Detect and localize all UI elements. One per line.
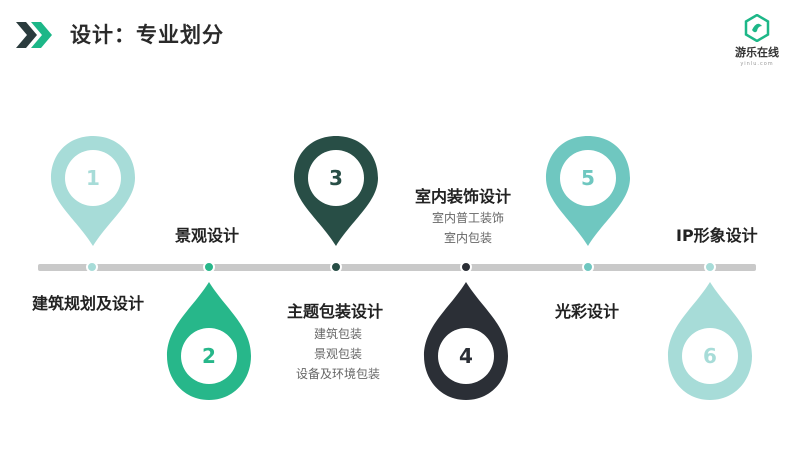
step-number: 6: [703, 344, 717, 368]
step-label-5: 光彩设计: [555, 302, 620, 321]
logo-subtitle: yinlu.com: [740, 61, 774, 67]
timeline-dot-3: [330, 261, 342, 273]
pin-2: 2: [163, 280, 255, 404]
step-3-item: 设备及环境包装: [295, 367, 380, 381]
double-chevron-icon: [16, 22, 52, 48]
step-4-items: 室内普工装饰 室内包装: [420, 208, 516, 248]
pin-6: 6: [664, 280, 756, 404]
location-pin-icon: [668, 282, 752, 400]
timeline-dot-2: [203, 261, 215, 273]
location-pin-icon: [546, 136, 630, 246]
step-3-item: 景观包装: [313, 347, 362, 361]
brand-logo: 游乐在线 yinlu.com: [728, 14, 786, 67]
pin-4: 4: [420, 280, 512, 404]
pin-3: 3: [290, 132, 382, 250]
location-pin-icon: [294, 136, 378, 246]
pin-1: 1: [47, 132, 139, 250]
timeline-dot-4: [460, 261, 472, 273]
page-title: 设计：专业划分: [70, 23, 224, 47]
step-label-2: 景观设计: [175, 226, 240, 245]
step-number: 1: [86, 166, 100, 190]
location-pin-icon: [167, 282, 251, 400]
pin-5: 5: [542, 132, 634, 250]
logo-icon: [744, 14, 770, 42]
step-label-3: 主题包装设计: [287, 302, 384, 321]
step-number: 3: [329, 166, 343, 190]
step-4-item: 室内普工装饰: [431, 211, 504, 225]
timeline-dot-5: [582, 261, 594, 273]
step-label-4: 室内装饰设计: [415, 187, 512, 206]
step-number: 4: [459, 344, 473, 368]
location-pin-icon: [424, 282, 508, 400]
timeline-dot-1: [86, 261, 98, 273]
logo-name: 游乐在线: [735, 46, 779, 59]
step-label-1: 建筑规划及设计: [32, 294, 145, 313]
step-number: 2: [202, 344, 216, 368]
step-4-item: 室内包装: [443, 231, 492, 245]
step-3-item: 建筑包装: [313, 327, 362, 341]
timeline-line: [38, 264, 756, 271]
step-label-6: IP形象设计: [676, 226, 758, 245]
location-pin-icon: [51, 136, 135, 246]
step-3-items: 建筑包装 景观包装 设备及环境包装: [290, 324, 386, 384]
timeline-dot-6: [704, 261, 716, 273]
step-number: 5: [581, 166, 595, 190]
